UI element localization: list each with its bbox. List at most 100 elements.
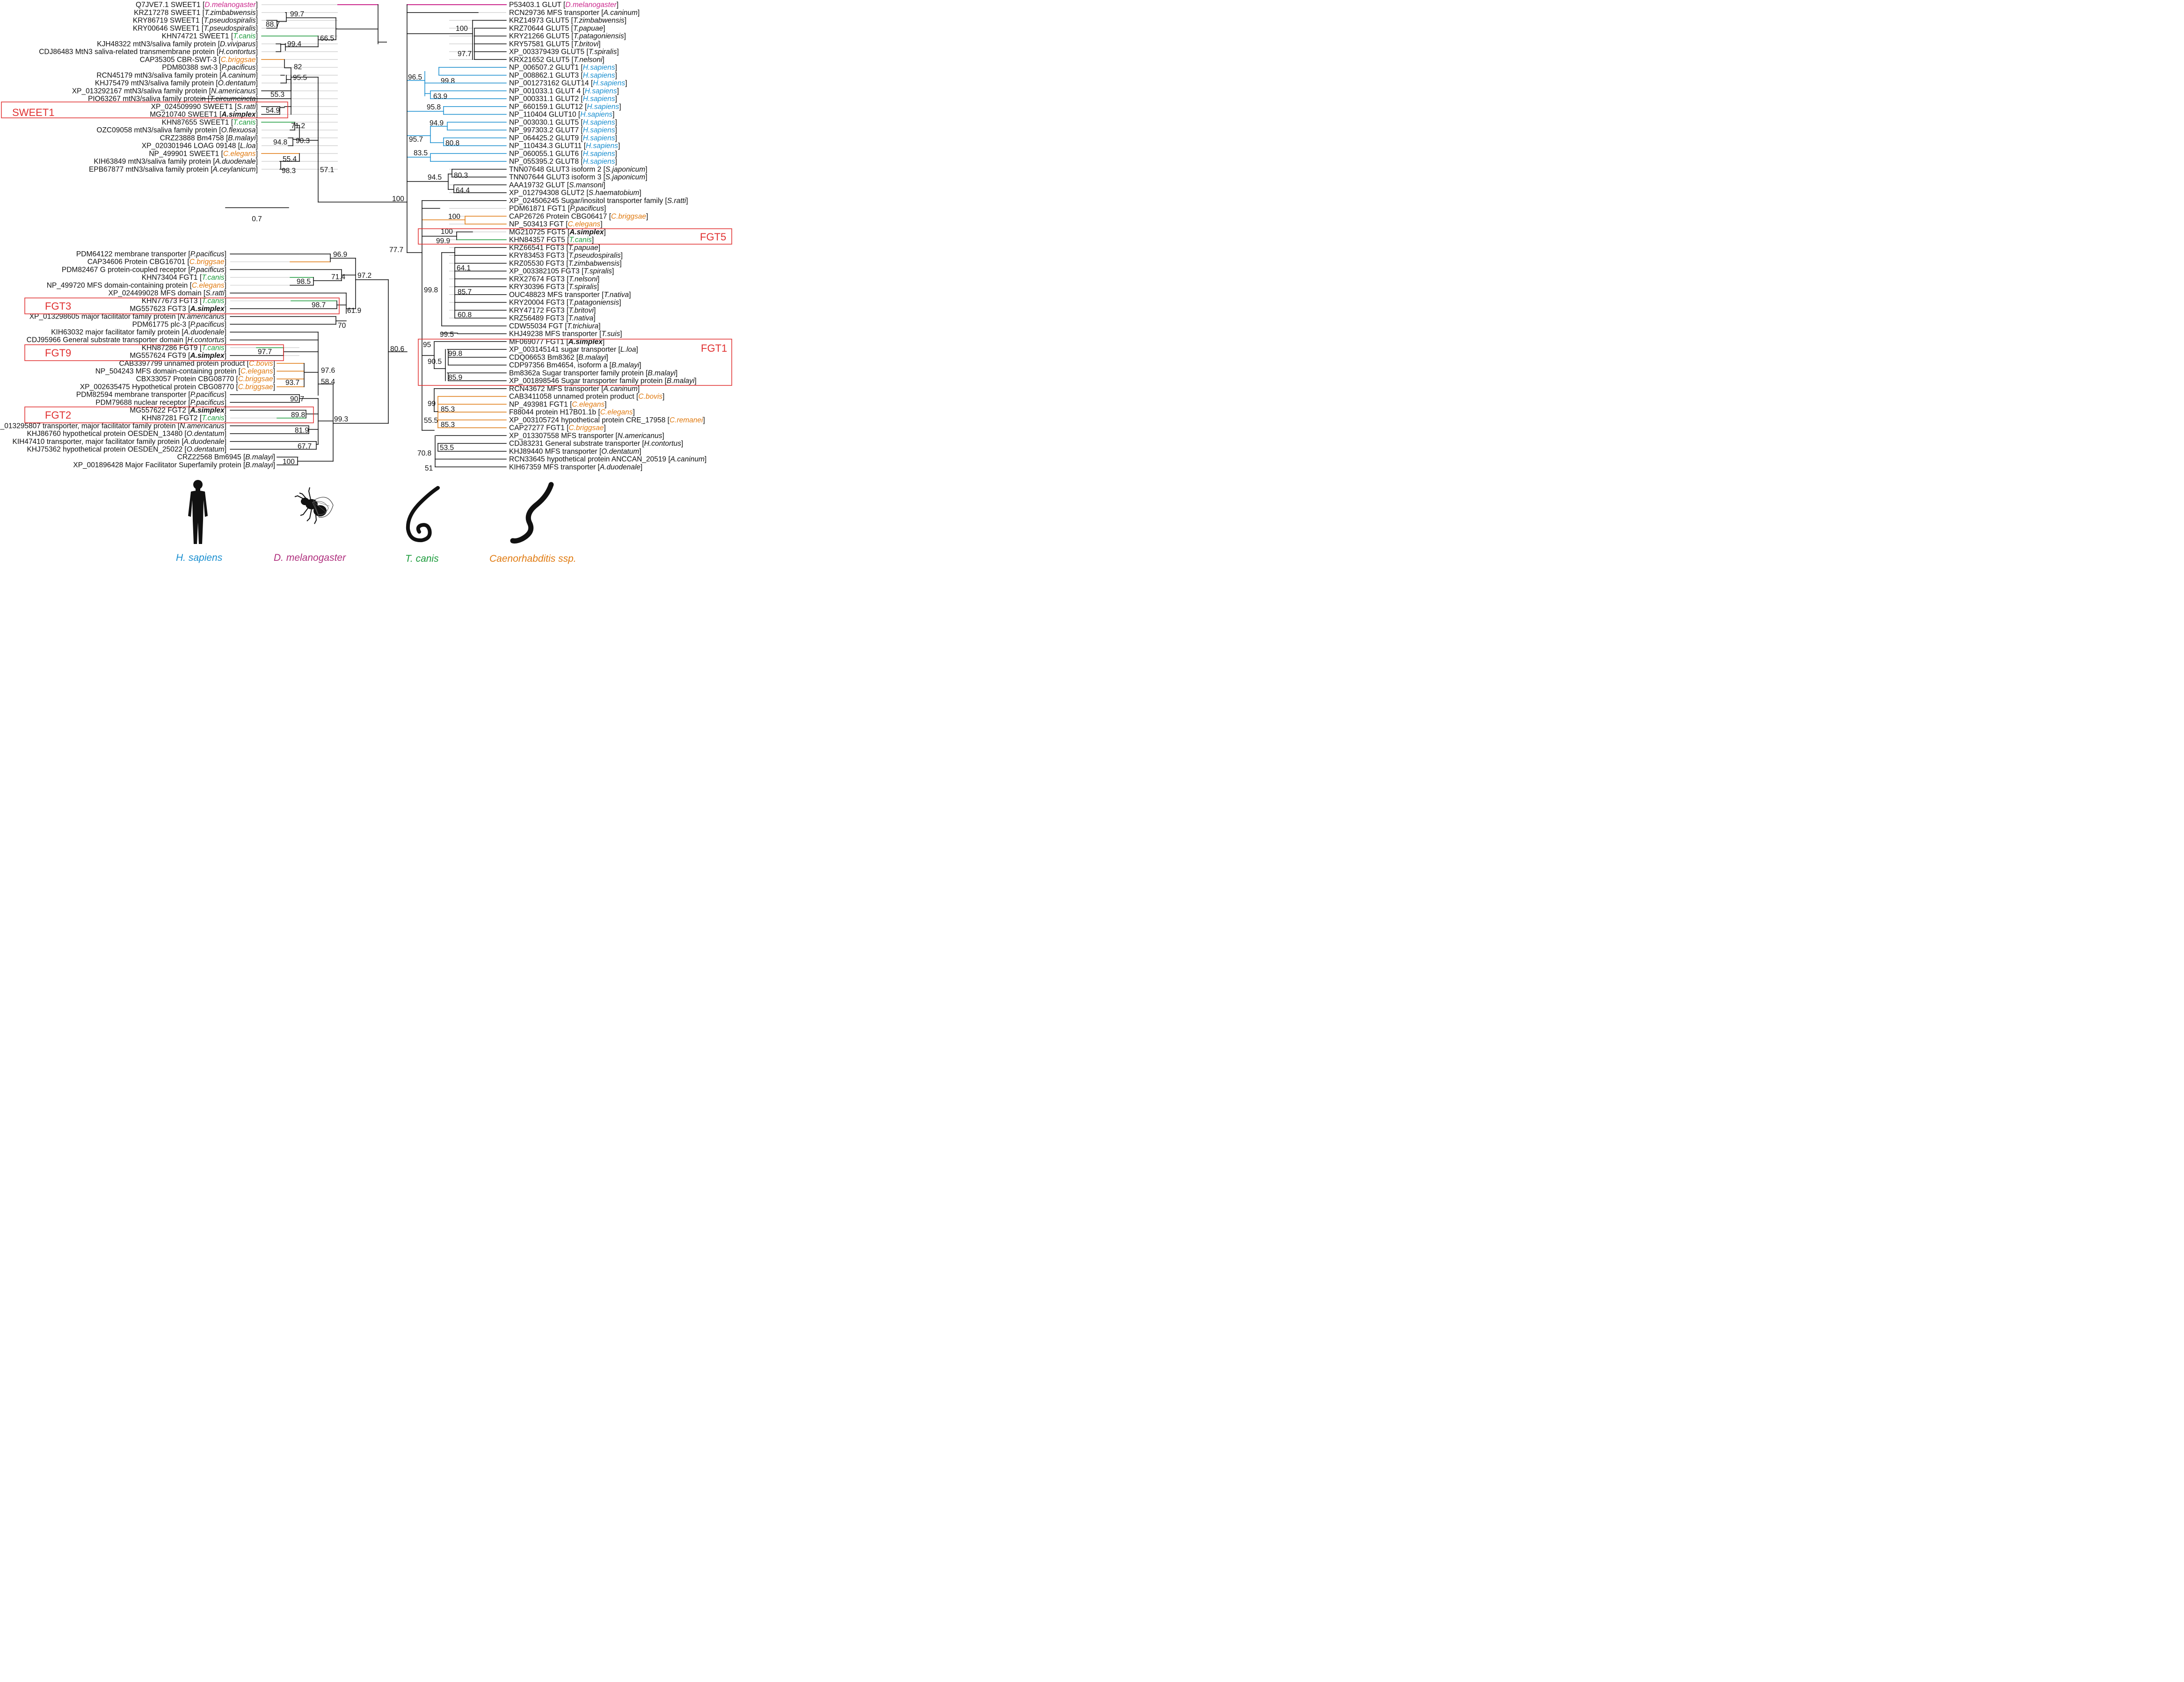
taxon-right-54: CAP27277 FGT1 [C.briggsae] — [509, 424, 606, 432]
support-value: 95.8 — [427, 103, 441, 111]
taxon-right-57: KHJ89440 MFS transporter [O.dentatum] — [509, 448, 641, 456]
taxon-fgt-left-14: CAB3397799 unnamed protein product [C.bo… — [119, 360, 275, 368]
support-value: 85.7 — [458, 288, 472, 296]
fly-silhouette-icon — [294, 487, 334, 524]
support-value: 97.7 — [458, 50, 472, 58]
taxon-sweet-20: KIH63849 mtN3/saliva family protein [A.d… — [94, 158, 258, 166]
support-value: 100 — [392, 195, 404, 203]
caption-fly: D. melanogaster — [274, 552, 346, 563]
taxon-fgt-left-1: CAP34606 Protein CBG16701 [C.briggsae] — [87, 258, 226, 266]
taxon-right-56: CDJ83231 General substrate transporter [… — [509, 440, 683, 448]
taxon-right-40: KRZ56489 FGT3 [T.nativa] — [509, 314, 596, 322]
support-value: 80.6 — [390, 345, 404, 353]
support-value: 64.1 — [457, 264, 471, 272]
nematode-worm-icon — [510, 482, 554, 544]
support-value: 99 — [428, 400, 436, 408]
support-value: 85.9 — [448, 374, 462, 382]
support-value: 55.3 — [270, 91, 284, 99]
taxon-fgt-left-16: CBX33057 Protein CBG08770 [C.briggsae] — [136, 375, 275, 383]
support-value: 98.5 — [297, 278, 311, 286]
support-value: 97.7 — [258, 348, 272, 356]
taxon-right-3: KRZ70644 GLUT5 [T.papuae] — [509, 24, 605, 32]
taxon-right-7: KRX21652 GLUT5 [T.nelsoni] — [509, 56, 604, 64]
support-value: 98.7 — [312, 301, 326, 309]
taxon-right-41: CDW55034 FGT [T.trichiura] — [509, 322, 601, 330]
support-value: 99.3 — [334, 415, 348, 423]
taxon-right-10: NP_001273162 GLUT14 [H.sapiens] — [509, 80, 627, 87]
support-value: 70.8 — [417, 450, 431, 457]
support-value: 100 — [441, 228, 453, 236]
support-value: 71.2 — [291, 122, 305, 130]
taxon-fgt-left-21: KHN87281 FGT2 [T.canis] — [142, 414, 226, 422]
taxon-right-37: OUC48823 MFS transporter [T.nativa] — [509, 291, 631, 299]
taxon-sweet-10: KHJ75479 mtN3/saliva family protein [O.d… — [95, 80, 258, 87]
taxon-fgt-left-19: PDM79688 nuclear receptor [P.pacificus] — [95, 399, 226, 406]
tcanis-worm-icon — [406, 486, 440, 543]
support-value: 85.3 — [441, 421, 455, 429]
support-value: 51 — [425, 464, 433, 472]
fgt1-box — [418, 339, 732, 386]
taxon-right-0: P53403.1 GLUT [D.melanogaster] — [509, 1, 619, 9]
sweet1-label: SWEET1 — [12, 107, 54, 118]
taxon-right-23: AAA19732 GLUT [S.mansoni] — [509, 181, 605, 189]
taxon-fgt-left-10: KIH63032 major facilitator family protei… — [51, 328, 226, 336]
taxon-right-42: KHJ49238 MFS transporter [T.suis] — [509, 330, 622, 338]
fgt2-box — [24, 406, 314, 423]
support-value: 99.8 — [424, 286, 438, 294]
fgt9-label: FGT9 — [45, 347, 71, 359]
fgt9-box — [24, 344, 284, 361]
support-value: 90.7 — [290, 395, 304, 403]
taxon-fgt-left-24: KIH47410 transporter, major facilitator … — [12, 438, 226, 446]
support-value: 94.5 — [428, 174, 442, 181]
taxon-fgt-left-0: PDM64122 membrane transporter [P.pacific… — [76, 250, 226, 258]
support-value: 99.7 — [290, 10, 304, 18]
taxon-fgt-left-26: CRZ22568 Bm6945 [B.malayi] — [177, 453, 275, 461]
taxon-right-9: NP_008862.1 GLUT3 [H.sapiens] — [509, 72, 617, 80]
support-value: 61.9 — [347, 307, 361, 315]
taxon-right-20: NP_055395.2 GLUT8 [H.sapiens] — [509, 158, 617, 166]
taxon-right-50: CAB3411058 unnamed protein product [C.bo… — [509, 393, 664, 401]
taxon-right-34: XP_003382105 FGT3 [T.spiralis] — [509, 268, 614, 276]
taxon-sweet-16: OZC09058 mtN3/saliva family protein [O.f… — [96, 126, 258, 134]
taxon-fgt-left-13: MG557624 FGT9 [A.simplex] — [130, 352, 226, 360]
support-value: 82 — [294, 63, 302, 71]
support-value: 83.5 — [414, 149, 428, 157]
taxon-right-52: F88044 protein H17B01.1b [C.elegans] — [509, 408, 635, 416]
taxon-right-45: CDQ06653 Bm8362 [B.malayi] — [509, 354, 608, 362]
human-silhouette-icon — [188, 480, 208, 544]
taxon-right-21: TNN07648 GLUT3 isoform 2 [S.japonicum] — [509, 166, 648, 174]
taxon-right-18: NP_110434.3 GLUT11 [H.sapiens] — [509, 142, 620, 150]
support-value: 64.4 — [456, 187, 470, 195]
taxon-right-19: NP_060055.1 GLUT6 [H.sapiens] — [509, 150, 617, 158]
support-value: 67.7 — [298, 442, 312, 450]
caption-caenorhabditis: Caenorhabditis ssp. — [489, 553, 576, 564]
support-value: 94.9 — [430, 119, 444, 127]
taxon-sweet-15: KHN87655 SWEET1 [T.canis] — [162, 118, 258, 126]
taxon-fgt-left-20: MG557622 FGT2 [A.simplex] — [130, 406, 226, 414]
taxon-right-55: XP_013307558 MFS transporter [N.american… — [509, 432, 664, 440]
taxon-right-24: XP_012794308 GLUT2 [S.haematobium] — [509, 189, 641, 197]
taxon-fgt-left-8: XP_013298605 major facilitator family pr… — [29, 313, 226, 321]
support-value: 60.8 — [458, 311, 472, 319]
fgt2-label: FGT2 — [45, 409, 71, 421]
support-value: 85.3 — [441, 406, 455, 413]
taxon-right-47: Bm8362a Sugar transporter family protein… — [509, 369, 677, 377]
taxon-right-12: NP_000331.1 GLUT2 [H.sapiens] — [509, 95, 617, 103]
taxon-fgt-left-18: PDM82594 membrane transporter [P.pacific… — [76, 391, 226, 399]
support-value: 55.4 — [283, 155, 297, 163]
taxon-right-25: XP_024506245 Sugar/inositol transporter … — [509, 197, 688, 205]
support-value: 55.5 — [424, 417, 438, 425]
fgt5-label: FGT5 — [700, 231, 726, 243]
taxon-sweet-2: KRY86719 SWEET1 [T.pseudospiralis] — [133, 17, 258, 25]
support-value: 97.2 — [357, 272, 371, 280]
taxon-sweet-3: KRY00646 SWEET1 [T.pseudospiralis] — [133, 24, 258, 32]
support-value: 57.1 — [320, 166, 334, 174]
taxon-fgt-left-25: KHJ75362 hypothetical protein OESDEN_250… — [27, 446, 226, 454]
support-value: 53.5 — [440, 444, 454, 452]
support-value: 99.8 — [448, 350, 462, 358]
taxon-right-38: KRY20004 FGT3 [T.patagoniensis] — [509, 299, 621, 307]
taxon-fgt-left-27: XP_001896428 Major Facilitator Superfami… — [73, 461, 275, 469]
taxon-right-46: CDP97356 Bm4654, isoform a [B.malayi] — [509, 362, 641, 370]
taxon-fgt-left-6: KHN77673 FGT3 [T.canis] — [142, 297, 226, 305]
support-value: 93.7 — [285, 379, 299, 387]
